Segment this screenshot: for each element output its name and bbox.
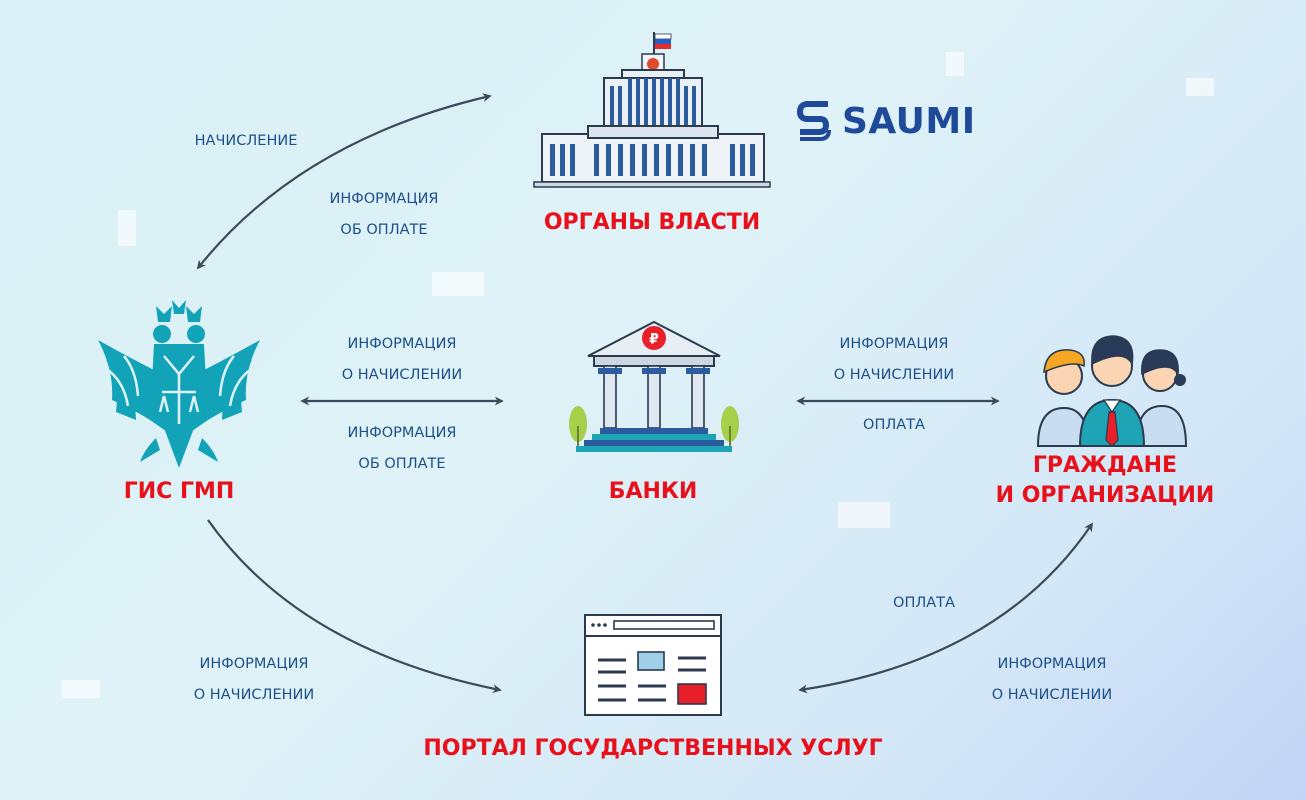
portal-title: ПОРТАЛ ГОСУДАРСТВЕННЫХ УСЛУГ	[423, 736, 883, 761]
citizens-title-line2: И ОРГАНИЗАЦИИ	[995, 483, 1215, 508]
edge-label-payment: ОПЛАТА	[893, 595, 955, 611]
edge-label-accrual-info-2: О НАЧИСЛЕНИИ	[193, 687, 315, 703]
bank-icon: ₽	[569, 320, 739, 452]
gis-title: ГИС ГМП	[123, 479, 235, 504]
edge-label-payment-info-2: ОБ ОПЛАТЕ	[340, 222, 428, 238]
bg-pixel	[432, 272, 484, 296]
citizens-title-line1: ГРАЖДАНЕ	[1032, 453, 1178, 478]
saumi-logo-text: SAUMI	[842, 100, 976, 142]
edge-label-payment-info-2: ОБ ОПЛАТЕ	[358, 456, 446, 472]
edge-label-payment-info-1: ИНФОРМАЦИЯ	[329, 191, 439, 207]
arrow-authorities-gis	[196, 93, 492, 270]
svg-text:₽: ₽	[649, 332, 659, 348]
edge-label-accrual: НАЧИСЛЕНИЕ	[194, 133, 298, 149]
saumi-logo-icon	[796, 101, 831, 141]
edge-label-payment: ОПЛАТА	[863, 417, 925, 433]
double-headed-eagle-icon	[98, 300, 260, 468]
edge-label-accrual-info-1: ИНФОРМАЦИЯ	[997, 656, 1107, 672]
government-building-icon	[533, 32, 771, 188]
arrow-gis-portal	[207, 519, 502, 693]
arrow-citizens-portal	[798, 522, 1094, 694]
bg-pixel	[1186, 78, 1214, 96]
people-group-icon	[1036, 335, 1188, 447]
browser-window-icon	[584, 614, 722, 716]
bg-pixel	[118, 210, 136, 246]
saumi-logo: SAUMI	[796, 98, 976, 144]
authorities-title: ОРГАНЫ ВЛАСТИ	[543, 210, 761, 235]
edge-label-accrual-info-2: О НАЧИСЛЕНИИ	[833, 367, 955, 383]
edge-label-accrual-info-1: ИНФОРМАЦИЯ	[347, 336, 457, 352]
bg-pixel	[62, 680, 100, 698]
edge-label-accrual-info-1: ИНФОРМАЦИЯ	[839, 336, 949, 352]
bg-pixel	[946, 52, 964, 76]
edge-label-accrual-info-1: ИНФОРМАЦИЯ	[199, 656, 309, 672]
edge-label-payment-info-1: ИНФОРМАЦИЯ	[347, 425, 457, 441]
edge-label-accrual-info-2: О НАЧИСЛЕНИИ	[341, 367, 463, 383]
banks-title: БАНКИ	[608, 479, 698, 504]
edge-label-accrual-info-2: О НАЧИСЛЕНИИ	[991, 687, 1113, 703]
